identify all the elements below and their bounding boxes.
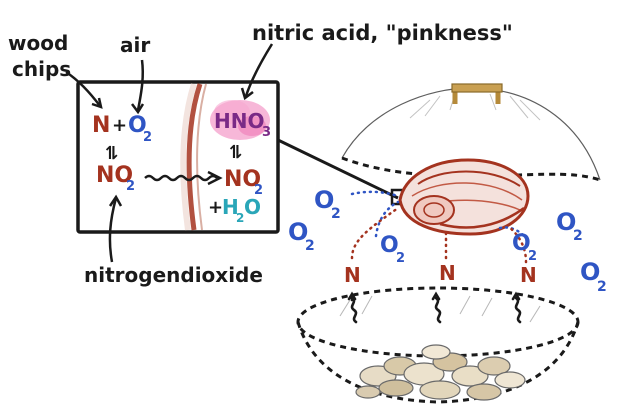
wood-chip-tray bbox=[296, 286, 580, 404]
n-atom: N bbox=[344, 263, 361, 287]
nitric-acid-label: nitric acid, "pinkness" bbox=[252, 21, 513, 45]
nitrogen-dotted-lines bbox=[350, 206, 528, 264]
zoom-connector-line bbox=[277, 138, 399, 200]
equilibrium-arrow-left: ⇌ bbox=[101, 145, 122, 160]
nitrogen-dioxide-arrow bbox=[108, 197, 118, 263]
svg-text:O: O bbox=[556, 208, 576, 236]
n-atom: N bbox=[520, 263, 537, 287]
o2-molecule: O 2 bbox=[288, 218, 315, 254]
h2o-sub: 2 bbox=[236, 211, 244, 225]
wood-chips-label-line2: chips bbox=[12, 57, 71, 81]
svg-text:2: 2 bbox=[331, 206, 341, 222]
reaction-inset-box bbox=[76, 80, 280, 234]
n-symbol: N bbox=[92, 113, 110, 138]
svg-text:O: O bbox=[580, 258, 600, 286]
o2-symbol: O bbox=[128, 113, 147, 138]
svg-text:O: O bbox=[512, 231, 531, 256]
lid-shading bbox=[409, 93, 541, 121]
no2-symbol: NO bbox=[96, 163, 133, 188]
wood-chips-label-line1: wood bbox=[8, 31, 68, 55]
air-arrow bbox=[136, 59, 145, 111]
hno3-symbol: HNO bbox=[214, 109, 264, 133]
no2-subscript: 2 bbox=[126, 179, 135, 194]
air-label: air bbox=[120, 33, 150, 57]
plus-sign: + bbox=[112, 115, 127, 136]
wavy-arrow bbox=[144, 174, 218, 182]
plus-sign-2: + bbox=[208, 197, 223, 218]
svg-text:2: 2 bbox=[597, 279, 607, 295]
svg-text:O: O bbox=[380, 233, 399, 258]
smoke-squiggles bbox=[347, 291, 522, 324]
meat-edge-inset bbox=[186, 83, 203, 231]
h2o-h: H bbox=[222, 195, 239, 219]
no2-right-subscript: 2 bbox=[254, 183, 263, 198]
o2-molecule: O 2 bbox=[314, 186, 341, 222]
svg-text:2: 2 bbox=[528, 249, 537, 264]
nitrogen-dioxide-label: nitrogendioxide bbox=[84, 263, 263, 287]
svg-text:2: 2 bbox=[573, 228, 583, 244]
meat bbox=[398, 158, 530, 236]
svg-text:2: 2 bbox=[396, 251, 405, 266]
o2-molecule: O 2 bbox=[556, 208, 583, 244]
pink-glow bbox=[210, 100, 270, 140]
o2-molecule: O 2 bbox=[380, 233, 405, 266]
wood-chips-arrow bbox=[65, 70, 101, 107]
no2-right-symbol: NO bbox=[224, 167, 261, 192]
hno3-subscript: 3 bbox=[262, 125, 271, 140]
oxygen-dotted-lines bbox=[350, 190, 526, 238]
equilibrium-arrow-right: ⇌ bbox=[225, 144, 246, 159]
o2-molecule: O 2 bbox=[580, 258, 607, 295]
svg-text:2: 2 bbox=[305, 238, 315, 254]
o2-molecule: O 2 bbox=[512, 231, 537, 264]
wood-chips-pile bbox=[355, 344, 526, 401]
svg-text:O: O bbox=[314, 186, 334, 214]
h2o-o: O bbox=[244, 195, 261, 219]
o2-subscript: 2 bbox=[143, 130, 152, 145]
svg-text:O: O bbox=[288, 218, 308, 246]
n-atom: N bbox=[439, 261, 456, 285]
nitric-acid-arrow bbox=[244, 43, 274, 97]
